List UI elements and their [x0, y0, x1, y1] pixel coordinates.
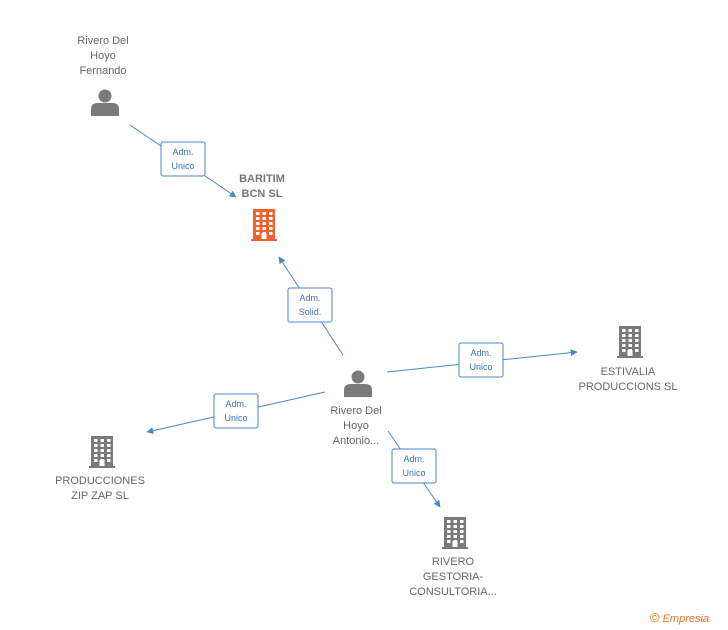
- edges-layer: Adm.UnicoAdm.Solid.Adm.UnicoAdm.UnicoAdm…: [129, 124, 578, 508]
- edge-antonio-to-gestoria: Adm. Unico: [387, 430, 441, 508]
- building-icon: [442, 517, 468, 549]
- node-label: Rivero Del: [330, 405, 381, 417]
- edge-label-box[interactable]: Adm. Solid.: [287, 287, 333, 323]
- building-icon: [89, 436, 115, 468]
- node-label: Antonio...: [333, 435, 379, 447]
- edge-label-frame: [213, 393, 259, 429]
- node-label: Rivero Del: [77, 35, 128, 47]
- brand-footer[interactable]: ©Empresia: [650, 610, 709, 625]
- edge-label-frame: [458, 342, 504, 378]
- edge-label-box[interactable]: Adm. Unico: [391, 448, 437, 484]
- node-label: Fernando: [79, 65, 126, 77]
- edge-label-frame: [287, 287, 333, 323]
- person-icon: [344, 370, 372, 397]
- node-baritim[interactable]: BARITIM BCN SL: [239, 173, 285, 241]
- node-label: BCN SL: [242, 188, 283, 200]
- edge-label-box[interactable]: Adm. Unico: [213, 393, 259, 429]
- node-label: CONSULTORIA...: [409, 586, 497, 598]
- edge-label-text: Adm.: [403, 454, 424, 464]
- edge-label-frame: [160, 141, 206, 177]
- node-label: PRODUCCIONES: [55, 475, 145, 487]
- brand-name: Empresia: [662, 613, 710, 625]
- edge-label-box[interactable]: Adm. Unico: [458, 342, 504, 378]
- node-gestoria[interactable]: RIVERO GESTORIA- CONSULTORIA...: [409, 517, 497, 598]
- edge-antonio-to-baritim: Adm. Solid.: [278, 256, 344, 356]
- node-estivalia[interactable]: ESTIVALIA PRODUCCIONS SL: [578, 326, 678, 393]
- edge-fernando-to-baritim: Adm. Unico: [129, 124, 237, 198]
- person-icon: [91, 89, 119, 116]
- edge-antonio-to-estivalia: Adm. Unico: [386, 342, 578, 378]
- node-label: Hoyo: [343, 420, 369, 432]
- node-label: PRODUCCIONS SL: [578, 381, 677, 393]
- edge-label-text: Adm.: [470, 348, 491, 358]
- edge-label-text: Unico: [469, 362, 492, 372]
- edge-label-text: Solid.: [299, 307, 322, 317]
- node-antonio[interactable]: Rivero DelHoyoAntonio...: [330, 370, 382, 448]
- node-label: ZIP ZAP SL: [71, 490, 129, 502]
- edge-antonio-to-zipzap: Adm. Unico: [146, 391, 326, 435]
- node-label: ESTIVALIA: [601, 366, 656, 378]
- edge-label-text: Unico: [402, 468, 425, 478]
- node-label: GESTORIA-: [423, 571, 484, 583]
- edge-label-text: Adm.: [225, 399, 246, 409]
- edge-label-text: Unico: [224, 413, 247, 423]
- edge-label-frame: [391, 448, 437, 484]
- node-label: BARITIM: [239, 173, 285, 185]
- node-zipzap[interactable]: PRODUCCIONES ZIP ZAP SL: [55, 436, 145, 502]
- edge-label-box[interactable]: Adm. Unico: [160, 141, 206, 177]
- node-label: Hoyo: [90, 50, 116, 62]
- building-icon: [251, 209, 277, 241]
- edge-label-text: Adm.: [299, 293, 320, 303]
- edge-label-text: Adm.: [172, 147, 193, 157]
- copyright-symbol: ©: [650, 610, 660, 625]
- edge-label-text: Unico: [171, 161, 194, 171]
- building-icon: [617, 326, 643, 358]
- node-label: RIVERO: [432, 556, 475, 568]
